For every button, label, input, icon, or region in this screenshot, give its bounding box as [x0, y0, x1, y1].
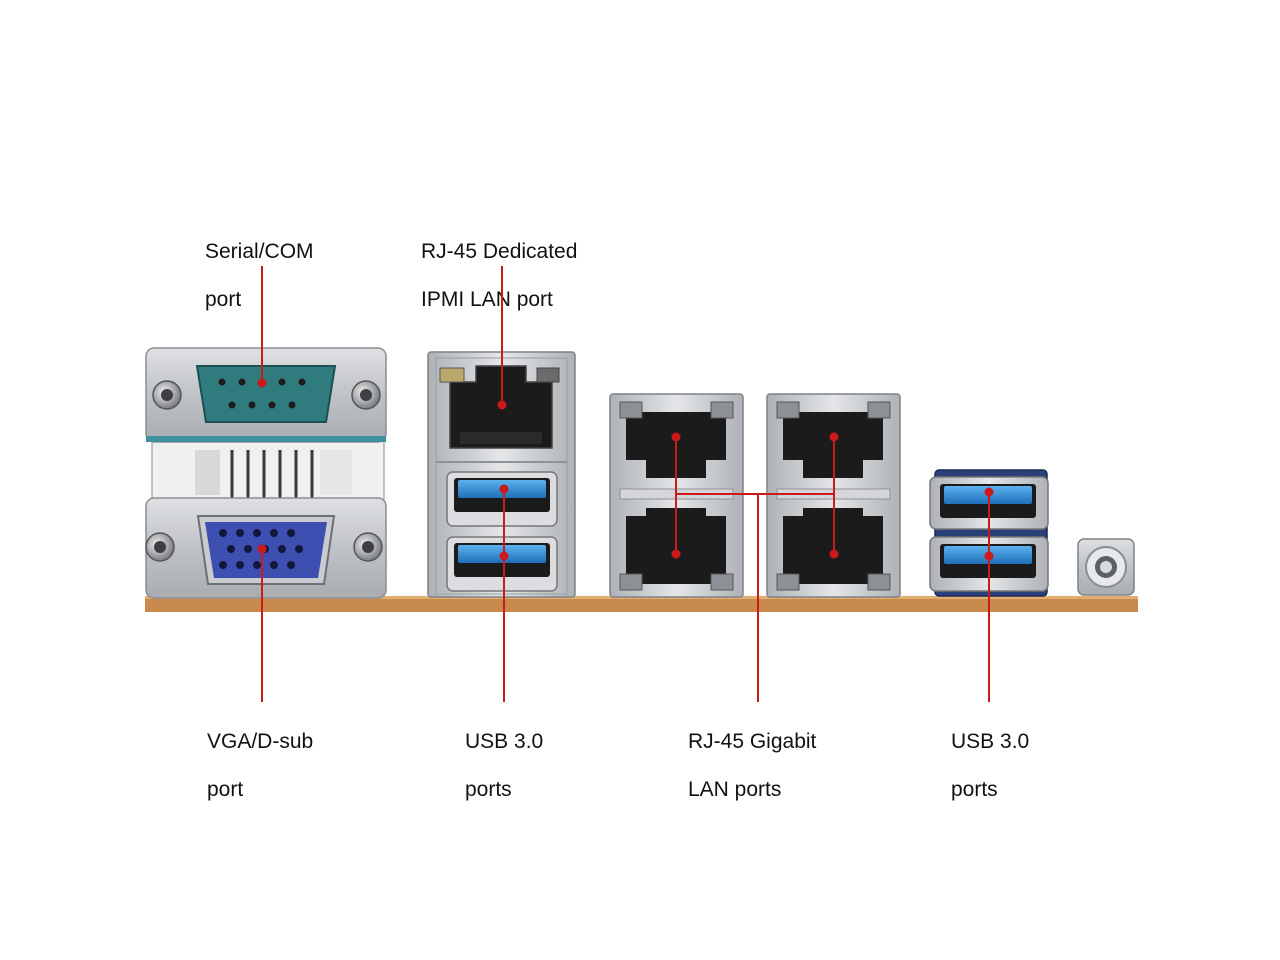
pcb-board: [145, 596, 1138, 612]
label-gigabit-lan: RJ-45 Gigabit LAN ports: [688, 730, 817, 801]
label-usb-left: USB 3.0 ports: [465, 730, 544, 801]
usb-port-icon: [446, 536, 558, 592]
callout-lines: [257, 266, 994, 702]
label-vga-dsub: VGA/D-sub port: [207, 730, 314, 801]
serial-vga-stack: [145, 347, 387, 599]
serial-port-icon: [195, 365, 337, 423]
label-usb-right: USB 3.0 ports: [951, 730, 1030, 801]
label-serial-com: Serial/COM port: [205, 240, 314, 311]
label-ipmi-lan: RJ-45 Dedicated IPMI LAN port: [421, 240, 578, 311]
usb-port-icon: [446, 471, 558, 527]
led-indicator: [536, 367, 560, 383]
audio-jack-icon: [1077, 538, 1135, 596]
led-indicator: [439, 367, 465, 383]
ipmi-usb-stack: [427, 351, 576, 598]
